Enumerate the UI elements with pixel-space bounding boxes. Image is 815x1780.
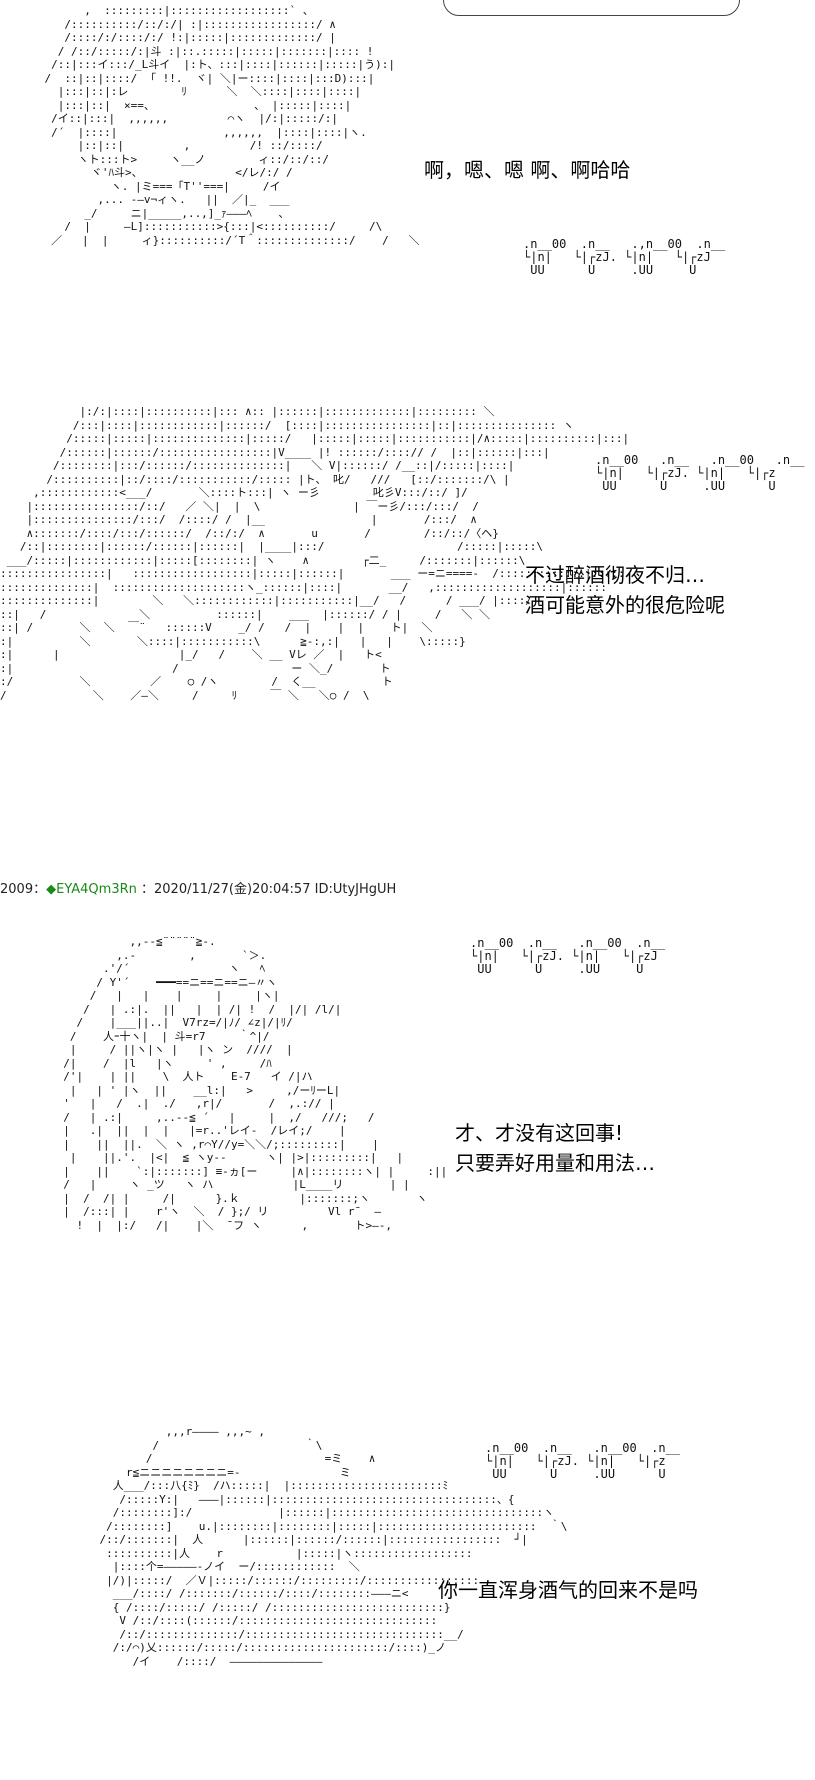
- poster-id: ID:UtyJHgUH: [314, 882, 397, 897]
- speech-bubble-edge: [443, 0, 740, 16]
- poster-name[interactable]: ◆EYA4Qm3Rn: [46, 882, 137, 897]
- ascii-art-panel-1: , :::::::::|::::::::::::::::::` 、 /:::::…: [44, 4, 420, 247]
- sfx-panel-4: .n__00 .n__ .n__00 .n__ └|n| └|┌zJ. └|n|…: [485, 1441, 681, 1481]
- post-number: 2009: [0, 882, 34, 897]
- sfx-panel-2: .n__00 .n__ .n__00 .n__ └|n| └|┌zJ. └|n|…: [595, 453, 805, 493]
- post-separator: ：: [33, 882, 47, 897]
- sfx-panel-1: .n__00 .n__ .,n__00 .n__ └|n| └|┌zJ. └|n…: [523, 237, 726, 277]
- post-time: 20:04:57: [252, 882, 311, 897]
- ascii-art-panel-4: ,,,r―――― ,,,~ , / ｀\ / =ミ ∧ r≦ニニニニニニニニ=-…: [99, 1425, 568, 1668]
- post-header: 2009：◆EYA4Qm3Rn ：2020/11/27(金)20:04:57 I…: [0, 878, 396, 897]
- dialog-panel-1: 啊，嗯、嗯 啊、啊哈哈: [424, 158, 631, 182]
- dialog-panel-3: 才、才没有这回事! 只要弄好用量和用法…: [455, 1121, 655, 1175]
- sfx-panel-3: .n__00 .n__ .n__00 .n__ └|n| └|┌zJ. └|n|…: [470, 936, 666, 976]
- dialog-panel-2: 不过醉酒彻夜不归… 酒可能意外的很危险呢: [525, 563, 725, 617]
- dialog-panel-4: 你一直浑身酒气的回来不是吗: [438, 1578, 698, 1602]
- ascii-art-panel-2: |:/:|::::|::::::::::|::: ∧:: |::::::|:::…: [0, 405, 630, 702]
- post-date: ：2020/11/27(金): [141, 882, 253, 897]
- ascii-art-panel-3: ,,--≦¨¨¨¨¨≧-. ,.- , `＞. .'/´ ヽ ﾍ / Y'´ ━…: [63, 935, 448, 1232]
